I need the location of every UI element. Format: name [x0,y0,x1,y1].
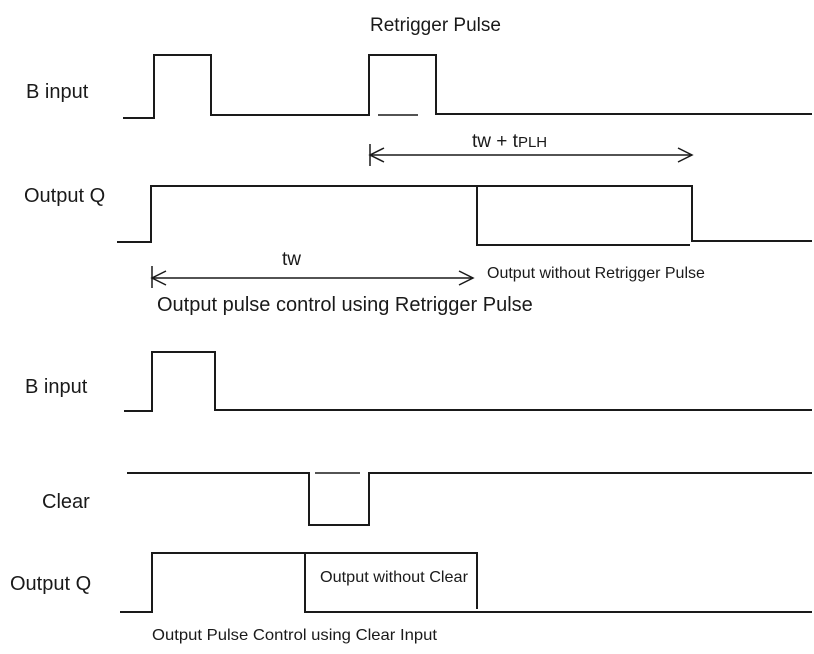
top-output-q-waveform [117,185,812,243]
tw-plus-t-text: tw + t [472,131,519,152]
top-caption: Output pulse control using Retrigger Pul… [157,294,533,316]
top-b-input-label: B input [26,81,89,103]
output-without-retrigger-waveform [476,187,690,246]
tw-plus-tplh-label: tw + tPLH [472,131,547,152]
tw-plus-tplh-arrow [368,144,694,166]
output-without-clear-label: Output without Clear [320,569,469,586]
output-without-clear-waveform [305,552,478,609]
clear-waveform [127,472,812,526]
clear-label: Clear [42,491,90,513]
bottom-b-input-label: B input [25,376,88,398]
top-b-input-waveform [123,54,812,119]
tplh-subscript: PLH [518,134,547,151]
bottom-b-input-waveform [124,351,812,412]
bottom-output-q-label: Output Q [10,573,91,595]
bottom-output-q-waveform [120,552,812,613]
top-output-q-label: Output Q [24,185,105,207]
retrigger-pulse-header: Retrigger Pulse [370,15,501,36]
tw-arrow [150,266,475,288]
output-without-retrigger-label: Output without Retrigger Pulse [487,265,705,282]
tw-label: tw [282,249,301,270]
bottom-caption: Output Pulse Control using Clear Input [152,627,438,644]
